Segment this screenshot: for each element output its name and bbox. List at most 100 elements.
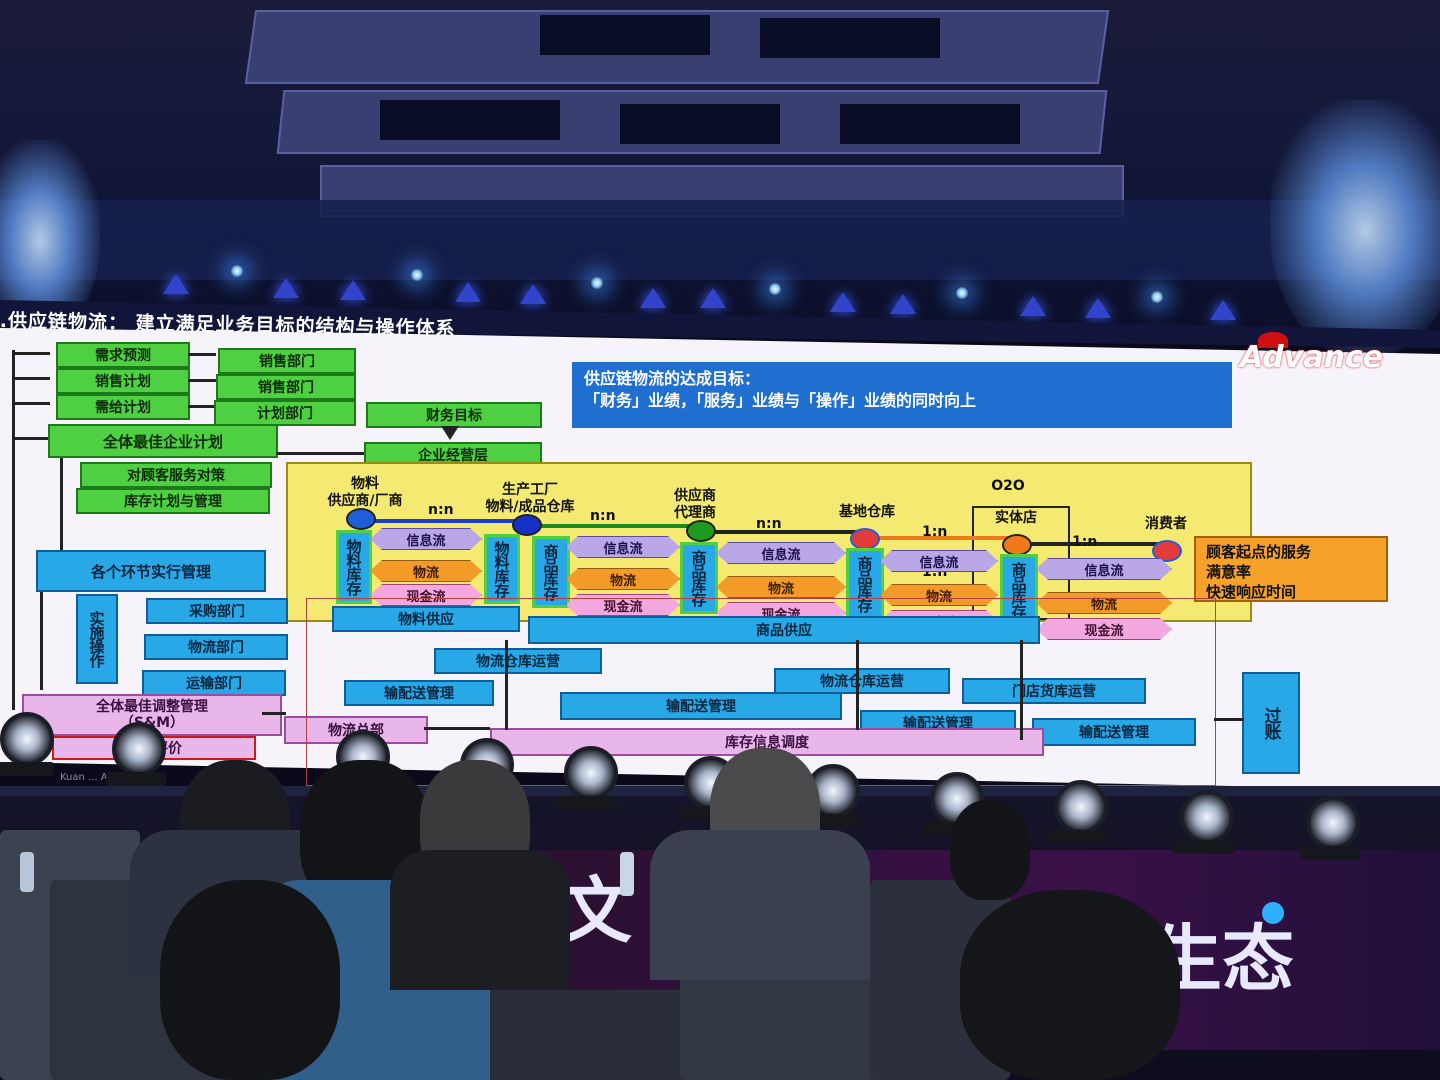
stage-light: [1180, 790, 1234, 844]
goods-stock-2: 商品库存: [680, 542, 718, 614]
audience-head: [950, 800, 1030, 900]
led-pyramid: [340, 280, 366, 300]
supply-plan-box: 需给计划: [56, 394, 190, 420]
agent-node: [686, 520, 716, 542]
led-pyramid: [1085, 298, 1111, 318]
spotlight: [768, 282, 782, 296]
node-label-agent: 供应商 代理商: [674, 488, 716, 521]
link-line: [276, 452, 364, 455]
spotlight: [955, 286, 969, 300]
stage-light: [564, 746, 618, 800]
store-warehouse-ops-box: 门店货库运营: [962, 678, 1146, 704]
warehouse-ops-box: 物流仓库运营: [434, 648, 602, 674]
cash-flow-arrow: 现金流: [1036, 618, 1172, 640]
material-stock-1: 物料库存: [336, 530, 372, 604]
material-supply-bar: 物料供应: [332, 606, 520, 632]
led-pyramid: [163, 274, 189, 294]
stage-light-base: [106, 772, 166, 786]
adjust-management-box: 全体最佳调整管理 （S&M）: [22, 694, 282, 736]
audience-shoulders: [390, 850, 570, 990]
feedback-line: [12, 350, 15, 710]
led-pyramid: [455, 282, 481, 302]
stage-light-base: [1048, 830, 1108, 844]
led-pyramid: [1210, 300, 1236, 320]
link-line: [188, 353, 216, 356]
chain-line-blue: [360, 519, 520, 523]
impl-ops-box: 实施操作: [76, 594, 118, 684]
procurement-dept-box: 采购部门: [146, 598, 288, 624]
led-pyramid: [520, 284, 546, 304]
info-flow-arrow: 信息流: [1036, 558, 1172, 580]
goal-line-2: 「财务」业绩，「服务」业绩与「操作」业绩的同时向上: [584, 391, 977, 410]
led-pyramid: [273, 278, 299, 298]
ceiling-coffer: [840, 104, 1020, 144]
node-label-base-warehouse: 基地仓库: [839, 504, 895, 520]
node-label-store: 实体店: [995, 510, 1037, 526]
led-pyramid: [640, 288, 666, 308]
warehouse-ops-box: 物流仓库运营: [774, 668, 950, 694]
delivery-mgmt-box: 输配送管理: [1032, 718, 1196, 746]
ceiling-coffer: [760, 18, 940, 58]
connector-line: [262, 712, 286, 715]
spotlight: [230, 264, 244, 278]
link-line: [188, 405, 216, 408]
audience-head: [960, 890, 1180, 1080]
sales-plan-box: 销售计划: [56, 368, 190, 394]
stage-screen-footer-text: Kuan ... Adv: [60, 772, 120, 783]
ratio-label: n:n: [428, 502, 454, 518]
ratio-label: 1:n: [922, 524, 948, 540]
brand-logo: Advance: [1240, 340, 1384, 375]
led-pyramid: [700, 288, 726, 308]
stage-light: [0, 712, 54, 766]
factory-node: [512, 514, 542, 536]
ratio-label: 1:n: [1072, 534, 1098, 550]
chain-line-green: [526, 524, 696, 528]
ratio-label: n:n: [590, 508, 616, 524]
led-pyramid: [1020, 296, 1046, 316]
node-label-consumer: 消费者: [1145, 516, 1187, 532]
chandelier-right: [1270, 100, 1440, 360]
stage-light-base: [1300, 846, 1360, 860]
stage-light: [1054, 780, 1108, 834]
adjust-management-label: 全体最佳调整管理: [96, 699, 208, 715]
truss: [0, 200, 1440, 280]
material-flow-arrow: 物流: [370, 560, 482, 582]
goods-stock-1: 商品库存: [532, 536, 570, 608]
water-bottle: [20, 852, 34, 892]
material-stock-2: 物料库存: [484, 534, 520, 604]
down-arrow: [441, 426, 459, 440]
node-label-factory: 生产工厂 物料/成品仓库: [485, 482, 575, 515]
stage-light-base: [1174, 840, 1234, 854]
link-line: [188, 379, 216, 382]
connector-line: [1214, 718, 1244, 721]
exec-management-box: 各个环节实行管理: [36, 550, 266, 592]
cash-flow-arrow: 现金流: [370, 584, 482, 606]
sales-dept-box: 销售部门: [218, 348, 356, 374]
enterprise-plan-box: 全体最佳企业计划: [48, 424, 278, 458]
customer-service-goals: 顾客起点的服务 满意率 快速响应时间: [1194, 536, 1388, 602]
goal-box: 供应链物流的达成目标： 「财务」业绩，「服务」业绩与「操作」业绩的同时向上: [572, 362, 1232, 428]
ops-down-line: [40, 590, 43, 690]
transport-dept-box: 运输部门: [142, 670, 286, 696]
info-flow-arrow: 信息流: [566, 536, 680, 558]
logistics-dept-box: 物流部门: [144, 634, 288, 660]
base-warehouse-node: [850, 528, 880, 550]
customer-goal-item: 快速响应时间: [1206, 583, 1297, 601]
spotlight: [1150, 290, 1164, 304]
led-pyramid: [830, 292, 856, 312]
material-flow-arrow: 物流: [880, 584, 998, 606]
goal-line-1: 供应链物流的达成目标：: [584, 369, 761, 388]
arrow-line: [14, 377, 50, 380]
supplier-node: [346, 508, 376, 530]
audience-head: [160, 880, 340, 1080]
stage-light-base: [0, 762, 54, 776]
arrow-line: [14, 352, 50, 355]
customer-service-box: 对顾客服务对策: [80, 462, 272, 488]
ratio-label: n:n: [756, 516, 782, 532]
demand-forecast-box: 需求预测: [56, 342, 190, 368]
consumer-node: [1152, 540, 1182, 562]
ceiling-coffer: [540, 15, 710, 55]
ceiling-coffer: [620, 104, 780, 144]
connector-line: [1020, 640, 1023, 740]
material-flow-arrow: 物流: [566, 568, 680, 590]
